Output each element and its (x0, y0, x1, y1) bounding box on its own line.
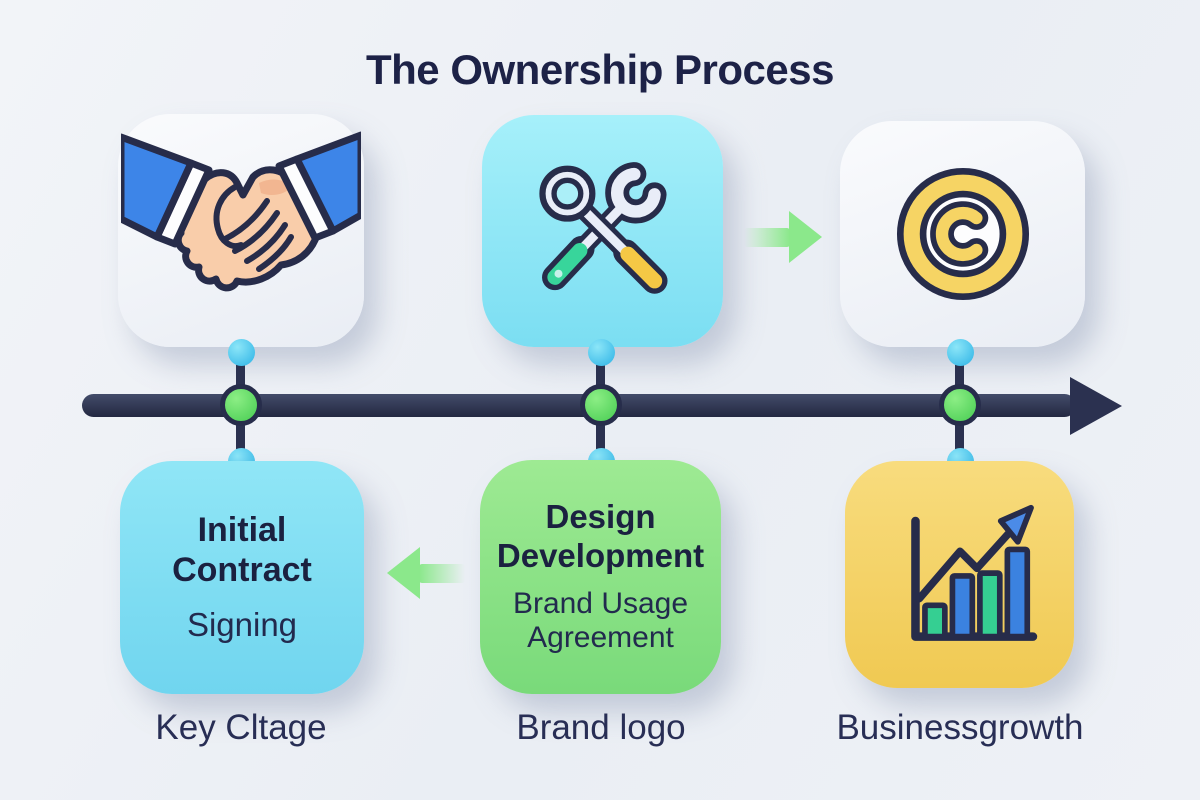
stage1-timeline-node (220, 384, 262, 426)
stage3-timeline-node (939, 384, 981, 426)
stage2-timeline-node (580, 384, 622, 426)
stage3-icon-card (840, 121, 1085, 347)
stage3-caption: Businessgrowth (836, 708, 1084, 747)
stage1-text-card: Initial Contract Signing (120, 461, 364, 694)
stage2-card-subheading: Brand Usage Agreement (512, 586, 689, 655)
stage2-caption: Brand logo (516, 708, 686, 747)
flow-arrow-left-tail (419, 564, 465, 583)
timeline-arrowhead-icon (1070, 377, 1122, 435)
stage1-connector-dot-top (228, 339, 255, 366)
handshake-icon (121, 131, 361, 291)
stage2-text-card: Design Development Brand Usage Agreement (480, 460, 721, 694)
diagram-title: The Ownership Process (366, 46, 835, 93)
stage3-connector-dot-top (947, 339, 974, 366)
growth-chart-icon (910, 504, 1037, 641)
timeline-bar (82, 394, 1076, 417)
stage1-card-subheading: Signing (186, 605, 298, 643)
stage2-icon-card (482, 115, 723, 347)
stage1-icon-card (118, 114, 364, 347)
flow-arrow-right-icon (789, 211, 822, 263)
copyright-icon (896, 167, 1029, 301)
stage1-caption: Key Cltage (155, 708, 327, 747)
flow-arrow-right-tail (744, 228, 790, 247)
stage3-chart-card (845, 461, 1074, 688)
stage2-card-heading: Design Development (496, 498, 705, 574)
stage2-connector-dot-top (588, 339, 615, 366)
flow-arrow-left-icon (387, 547, 420, 599)
crossed-tools-icon (538, 162, 668, 294)
stage1-card-heading: Initial Contract (172, 511, 312, 589)
